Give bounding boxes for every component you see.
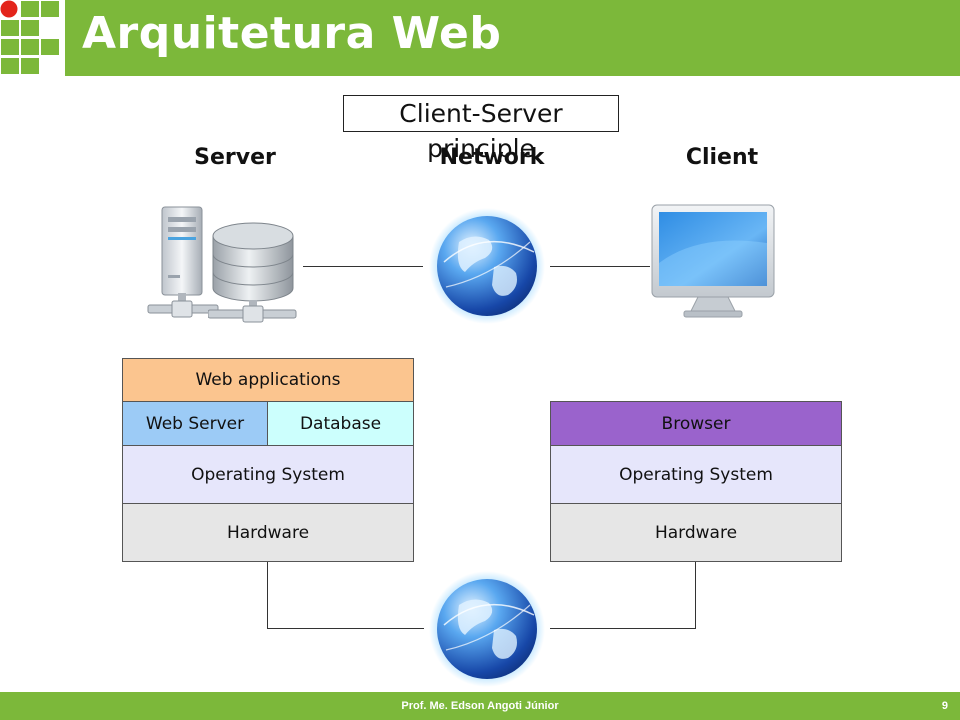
layer-web-applications: Web applications [122,358,414,402]
globe-icon [429,208,545,324]
layer-client-hardware: Hardware [550,503,842,562]
database-icon [208,222,297,323]
connector-client-down [695,562,696,629]
footer-bar [0,692,960,720]
institute-logo-icon [0,0,59,74]
diagram-title: Client-Server principle [343,95,619,163]
connector-server-bottom-network [267,628,424,629]
layer-web-server: Web Server [122,401,268,446]
connector-server-network [303,266,423,267]
page-title: Arquitetura Web [82,8,502,59]
column-label-network: Network [439,145,545,170]
layer-database: Database [267,401,414,446]
monitor-icon [651,204,775,318]
header-bar [65,0,960,76]
layer-client-os: Operating System [550,445,842,504]
column-label-server: Server [194,145,276,170]
globe-icon [429,571,545,687]
layer-browser: Browser [550,401,842,446]
layer-server-os: Operating System [122,445,414,504]
connector-network-client [550,266,650,267]
connector-client-bottom-network [550,628,696,629]
layer-server-hardware: Hardware [122,503,414,562]
column-label-client: Client [685,145,759,170]
server-tower-icon [147,206,219,318]
page-number: 9 [941,700,948,712]
connector-server-down [267,562,268,629]
footer-author: Prof. Me. Edson Angoti Júnior [401,700,559,712]
